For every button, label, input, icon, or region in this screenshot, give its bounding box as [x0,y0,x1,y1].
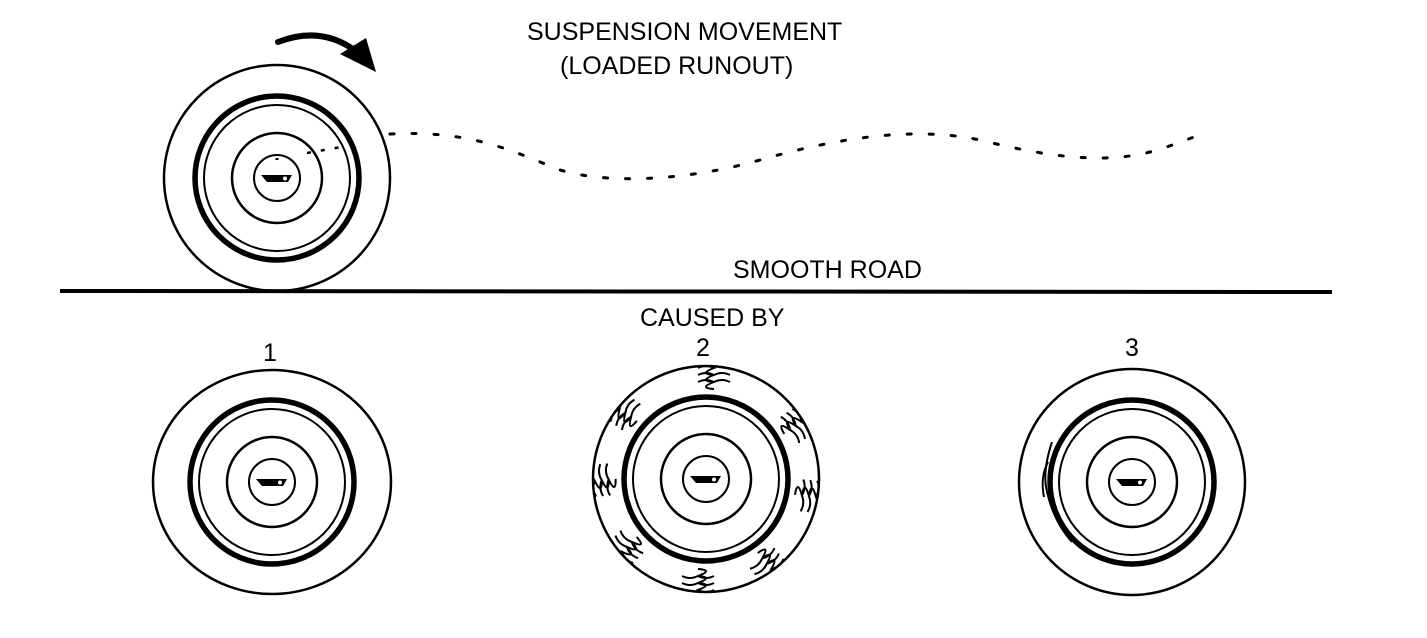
tire-cause-2 [590,364,821,594]
spring-icon [590,461,619,498]
runout-wave [388,132,1202,181]
tire-main [162,63,392,293]
tire-cause-3 [1017,367,1247,597]
cause-3-number: 3 [1125,334,1139,362]
cause-2-number: 2 [696,334,710,362]
diagram-title: SUSPENSION MOVEMENT [527,18,842,46]
road-label: SMOOTH ROAD [733,256,922,284]
spring-icon [681,568,715,593]
spring-icon [697,365,731,390]
cause-1-number: 1 [263,339,277,367]
caused-by-label: CAUSED BY [640,304,785,332]
diagram-subtitle: (LOADED RUNOUT) [560,52,793,80]
rotation-arrow-icon [275,32,376,72]
road-line [59,289,1333,294]
tire-cause-1 [151,368,393,596]
